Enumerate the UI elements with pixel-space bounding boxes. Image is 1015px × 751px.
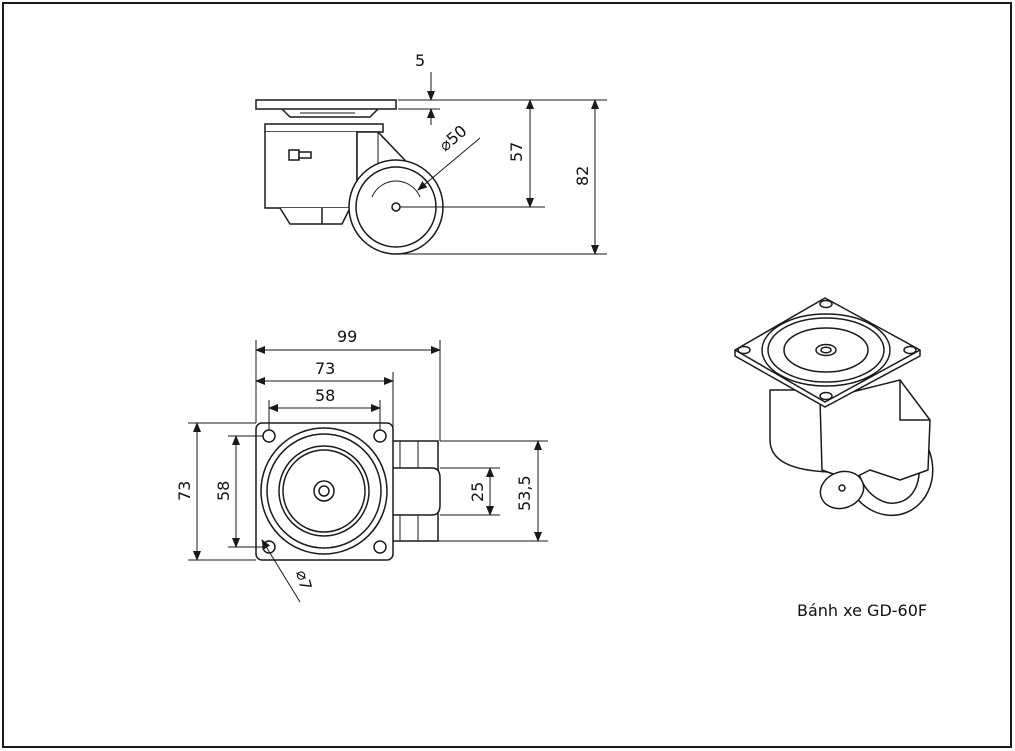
dim-plate-height: 73 [175, 481, 194, 501]
dim-overall-width: 99 [337, 327, 357, 346]
dim-wheel-width: 25 [468, 482, 487, 502]
dim-axle-height: 57 [507, 142, 526, 162]
dim-plate-thickness: 5 [415, 51, 425, 70]
top-view-dimensions [188, 340, 548, 603]
dim-hole-spacing-x: 58 [315, 386, 335, 405]
top-view [255, 422, 441, 561]
dim-overall-height: 82 [573, 166, 592, 186]
dim-body-width: 53,5 [515, 475, 534, 511]
dim-hole-diameter: ⌀7 [292, 568, 315, 592]
side-view [255, 99, 444, 255]
isometric-view [734, 297, 934, 517]
part-caption: Bánh xe GD-60F [797, 601, 928, 620]
side-view-dimensions [398, 72, 607, 255]
dim-hole-spacing-y: 58 [214, 481, 233, 501]
dim-plate-width: 73 [315, 359, 335, 378]
